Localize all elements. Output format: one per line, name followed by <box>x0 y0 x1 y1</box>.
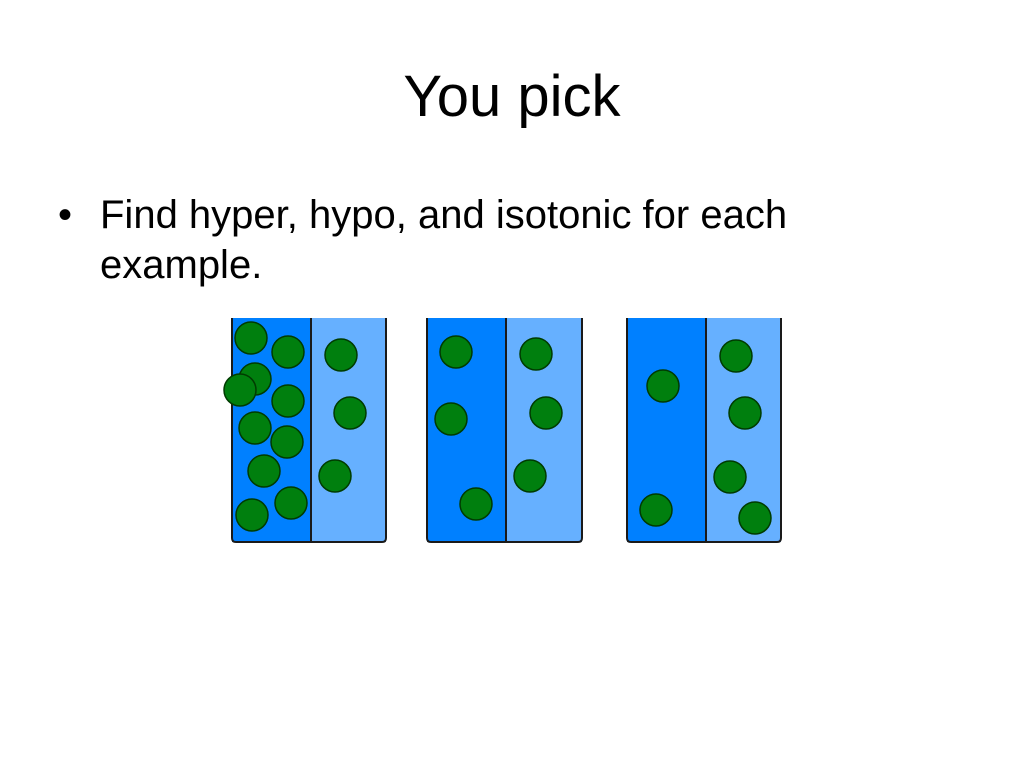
right-solute-molecule <box>738 501 772 535</box>
left-solute-molecule <box>238 411 272 445</box>
left-solute-molecule <box>274 486 308 520</box>
beaker-1 <box>223 318 387 543</box>
left-solute-molecule <box>223 373 257 407</box>
left-solute-molecule <box>270 425 304 459</box>
bullet-item: • Find hyper, hypo, and isotonic for eac… <box>58 190 938 290</box>
left-solute-molecule <box>646 369 680 403</box>
right-solute-molecule <box>324 338 358 372</box>
right-solute-molecule <box>318 459 352 493</box>
bullet-mark: • <box>58 193 73 237</box>
slide-title: You pick <box>403 64 621 129</box>
beaker-2 <box>426 318 583 543</box>
left-solute-molecule <box>234 321 268 355</box>
left-solute-molecule <box>459 487 493 521</box>
left-solute-molecule <box>247 454 281 488</box>
left-solute-molecule <box>434 402 468 436</box>
beaker-outline <box>626 318 782 543</box>
right-solute-molecule <box>513 459 547 493</box>
left-solute-molecule <box>271 384 305 418</box>
right-solute-molecule <box>713 460 747 494</box>
right-solute-molecule <box>333 396 367 430</box>
right-solute-molecule <box>529 396 563 430</box>
right-solute-molecule <box>719 339 753 373</box>
beaker-outline <box>426 318 583 543</box>
right-solute-molecule <box>728 396 762 430</box>
left-solute-molecule <box>271 335 305 369</box>
left-solute-molecule <box>235 498 269 532</box>
right-solute-molecule <box>519 337 553 371</box>
left-solute-molecule <box>439 335 473 369</box>
beaker-3 <box>626 318 782 543</box>
beaker-outline <box>231 318 387 543</box>
left-solute-molecule <box>639 493 673 527</box>
bullet-text: Find hyper, hypo, and isotonic for each … <box>100 193 788 287</box>
